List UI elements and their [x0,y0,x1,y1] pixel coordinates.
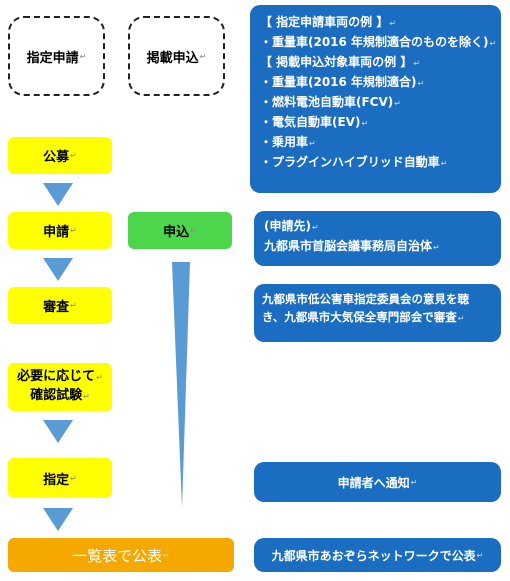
return-mark: ↵ [190,226,197,235]
designation-application-text: 指定申請 [26,50,79,66]
step-review-text: 審査 [43,300,70,315]
return-mark: ↵ [476,550,484,560]
step-apply-listing-text: 申込 [163,225,190,240]
step-confirm-test-line1: 必要に応じて [17,369,96,384]
return-mark: ↵ [96,373,103,382]
vehicle-examples-line: 【 掲載申込対象車両の例 】↵ [260,55,421,69]
down-arrow-2 [43,258,73,281]
return-mark: ↵ [410,477,418,487]
vehicle-examples-line: ・重量車(2016 年規制適合)↵ [260,75,425,89]
listing-application-label: 掲載申込↵ [128,16,225,96]
step-review: 審査↵ [8,287,112,324]
return-mark: ↵ [163,550,170,560]
return-mark: ↵ [199,51,207,61]
vehicle-examples-line: ・プラグインハイブリッド自動車↵ [260,155,448,169]
down-arrow-1 [43,183,73,206]
notify-text: 申請者へ通知 [337,475,410,490]
apply-to-note: (申請先)↵ 九都県市首脳会議事務局自治体↵ [254,211,501,266]
long-down-arrow [172,262,190,508]
step-publication-text: 公募 [43,150,70,165]
step-confirm-test: 必要に応じて↵ 確認試験↵ [8,363,112,411]
return-mark: ↵ [70,226,77,235]
step-designation: 指定↵ [8,458,112,498]
return-mark: ↵ [70,301,77,310]
step-designation-text: 指定 [43,472,70,488]
step-list-publish: 一覧表で公表↵ [8,538,234,572]
review-line2: き、九都県市大気保全専門部会で審査↵ [262,310,465,324]
step-list-publish-text: 一覧表で公表 [72,546,163,565]
vehicle-examples-line: 【 指定申請車両の例 】↵ [260,15,397,29]
step-application-text: 申請 [43,225,70,240]
listing-application-text: 掲載申込 [146,50,199,66]
notify-note: 申請者へ通知↵ [254,462,501,502]
vehicle-examples-line: ・燃料電池自動車(FCV)↵ [260,95,401,109]
vehicle-examples-line: ・重量車(2016 年規制適合のものを除く)↵ [260,35,497,49]
step-publication: 公募↵ [8,137,112,174]
step-confirm-test-line2: 確認試験 [30,388,83,403]
return-mark: ↵ [79,51,87,61]
down-arrow-3 [43,420,73,443]
vehicle-examples-note: 【 指定申請車両の例 】↵ ・重量車(2016 年規制適合のものを除く)↵ 【 … [250,5,501,193]
publish-network-note: 九都県市あおぞらネットワークで公表↵ [254,538,501,572]
apply-to-line2: 九都県市首脳会議事務局自治体↵ [264,239,440,253]
review-line1: 九都県市低公害車指定委員会の意見を聴 [262,292,469,306]
designation-application-label: 指定申請↵ [8,16,105,96]
vehicle-examples-line: ・乗用車↵ [260,135,316,149]
step-apply-listing: 申込↵ [128,212,232,249]
step-application: 申請↵ [8,212,112,249]
return-mark: ↵ [83,392,90,401]
return-mark: ↵ [70,473,77,483]
apply-to-line1: (申請先)↵ [264,219,319,233]
vehicle-examples-line: ・電気自動車(EV)↵ [260,115,369,129]
publish-network-text: 九都県市あおぞらネットワークで公表 [271,548,476,563]
down-arrow-4 [43,508,73,531]
return-mark: ↵ [70,151,77,160]
review-note: 九都県市低公害車指定委員会の意見を聴 き、九都県市大気保全専門部会で審査↵ [254,284,501,342]
